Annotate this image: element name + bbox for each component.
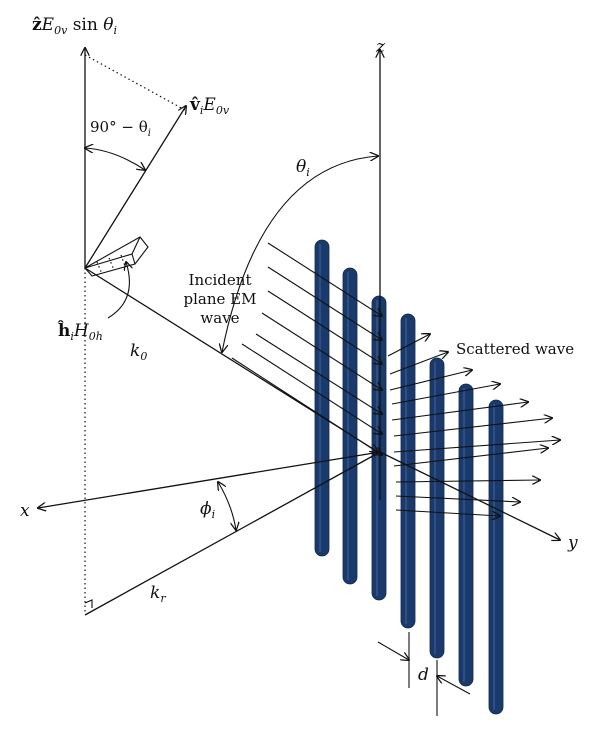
rod bbox=[458, 383, 474, 687]
scattered-wave-label: Scattered wave bbox=[456, 340, 574, 358]
incident-wave-label-line2: plane EM bbox=[184, 290, 257, 308]
z-component-label: ẑE0v sin θi bbox=[32, 15, 117, 37]
incident-ray bbox=[267, 266, 382, 340]
scattered-ray bbox=[393, 440, 560, 453]
theta-angle-arc bbox=[222, 156, 378, 352]
incident-ray bbox=[241, 343, 382, 434]
phi-label: ϕi bbox=[200, 499, 215, 521]
incident-ray bbox=[255, 333, 382, 414]
h-field-label: ĥiH0h bbox=[57, 320, 103, 343]
scattered-ray bbox=[391, 384, 500, 405]
incident-ray bbox=[267, 290, 382, 364]
complement-angle-label: 90° − θi bbox=[90, 118, 151, 139]
spacing-indicator bbox=[377, 632, 471, 716]
k0-label: k0 bbox=[130, 341, 147, 363]
rod bbox=[400, 313, 416, 629]
h-field-pointer bbox=[107, 262, 129, 319]
kr-label: kr bbox=[150, 583, 166, 605]
right-angle-mark bbox=[84, 599, 93, 608]
scattered-ray bbox=[389, 352, 448, 375]
scattered-ray bbox=[393, 448, 548, 467]
incident-rays bbox=[231, 242, 382, 455]
y-axis-label: y bbox=[567, 533, 578, 553]
x-axis-label: x bbox=[20, 501, 30, 521]
scattered-ray bbox=[387, 334, 430, 357]
scattered-ray bbox=[393, 418, 552, 437]
field-projection-dotted-line bbox=[84, 54, 186, 111]
spacing-label: d bbox=[418, 665, 429, 685]
theta-label: θi bbox=[296, 157, 310, 179]
v-field-vector bbox=[84, 106, 186, 269]
incident-ray bbox=[261, 312, 382, 390]
scattered-ray bbox=[391, 402, 528, 421]
rod bbox=[488, 399, 504, 715]
v-field-label: v̂iE0v bbox=[189, 95, 230, 117]
scattered-ray bbox=[395, 509, 500, 516]
rod bbox=[371, 295, 387, 601]
h-field-prism bbox=[84, 236, 149, 277]
phi-angle-arc bbox=[218, 482, 236, 530]
scattered-ray bbox=[395, 495, 520, 502]
complement-angle-arc bbox=[85, 148, 145, 170]
scattered-ray bbox=[395, 480, 540, 482]
kr-line bbox=[84, 451, 381, 616]
incident-ray bbox=[267, 242, 382, 316]
rod-array bbox=[314, 239, 504, 715]
z-axis-label: z bbox=[375, 37, 386, 57]
scattered-rays bbox=[387, 334, 560, 516]
incident-wave-label-line3: wave bbox=[200, 309, 239, 327]
rod bbox=[342, 267, 358, 585]
y-axis bbox=[379, 451, 560, 540]
incident-ray bbox=[231, 357, 382, 455]
scattered-ray bbox=[389, 370, 472, 391]
incident-wave-label-line1: Incident bbox=[189, 271, 252, 289]
rod bbox=[429, 357, 445, 659]
x-axis bbox=[38, 451, 381, 508]
